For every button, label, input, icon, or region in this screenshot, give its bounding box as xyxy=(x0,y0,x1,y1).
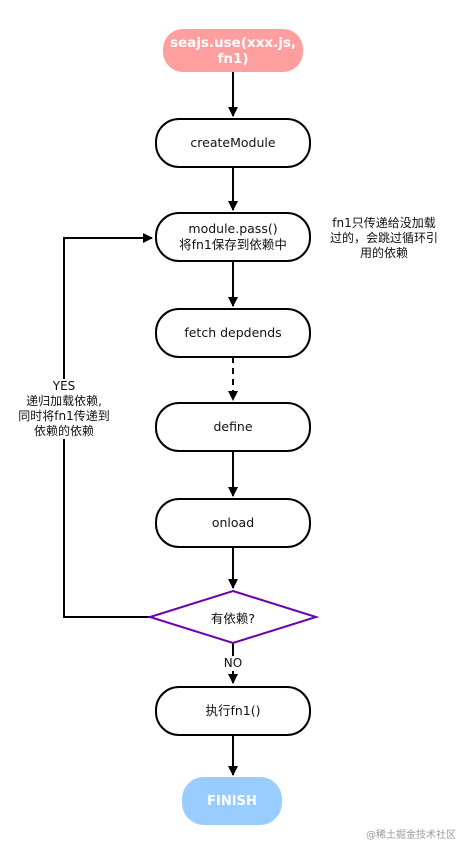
exec-fn1-label: 执行fn1() xyxy=(205,703,261,718)
note-line1: fn1只传递给没加载 xyxy=(332,216,436,230)
module-pass-line2: 将fn1保存到依赖中 xyxy=(179,237,287,252)
create-module-node: createModule xyxy=(155,118,311,168)
define-node: define xyxy=(155,402,311,452)
note-line3: 用的依赖 xyxy=(359,246,408,260)
yes-label: YES 递归加载依赖, 同时将fn1传递到 依赖的依赖 xyxy=(10,379,118,439)
onload-node: onload xyxy=(155,498,311,548)
onload-label: onload xyxy=(211,515,255,530)
exec-fn1-node: 执行fn1() xyxy=(155,686,311,736)
no-label: NO xyxy=(214,656,252,671)
fetch-depdends-label: fetch depdends xyxy=(184,325,282,340)
yes-line2: 递归加载依赖, xyxy=(26,394,102,408)
finish-label: FINISH xyxy=(207,793,257,809)
start-line1: seajs.use(xxx.js, xyxy=(169,34,297,51)
fetch-depdends-node: fetch depdends xyxy=(155,308,311,358)
watermark: @稀土掘金技术社区 xyxy=(366,830,456,841)
start-node: seajs.use(xxx.js, fn1) xyxy=(163,29,303,72)
decision-diamond xyxy=(146,589,320,645)
define-label: define xyxy=(213,419,253,434)
note-line2: 过的，会跳过循环引 xyxy=(329,231,438,245)
decision-label: 有依赖? xyxy=(210,610,256,626)
start-line2: fn1) xyxy=(217,50,249,67)
side-note: fn1只传递给没加载 过的，会跳过循环引 用的依赖 xyxy=(324,216,444,261)
module-pass-node: module.pass() 将fn1保存到依赖中 xyxy=(155,212,311,262)
decision-label-box: 有依赖? xyxy=(180,605,286,629)
create-module-label: createModule xyxy=(190,135,276,150)
yes-line1: YES xyxy=(52,379,76,393)
finish-node: FINISH xyxy=(182,777,282,825)
yes-line3: 同时将fn1传递到 xyxy=(18,409,110,423)
module-pass-line1: module.pass() xyxy=(188,221,278,236)
yes-line4: 依赖的依赖 xyxy=(33,424,94,438)
